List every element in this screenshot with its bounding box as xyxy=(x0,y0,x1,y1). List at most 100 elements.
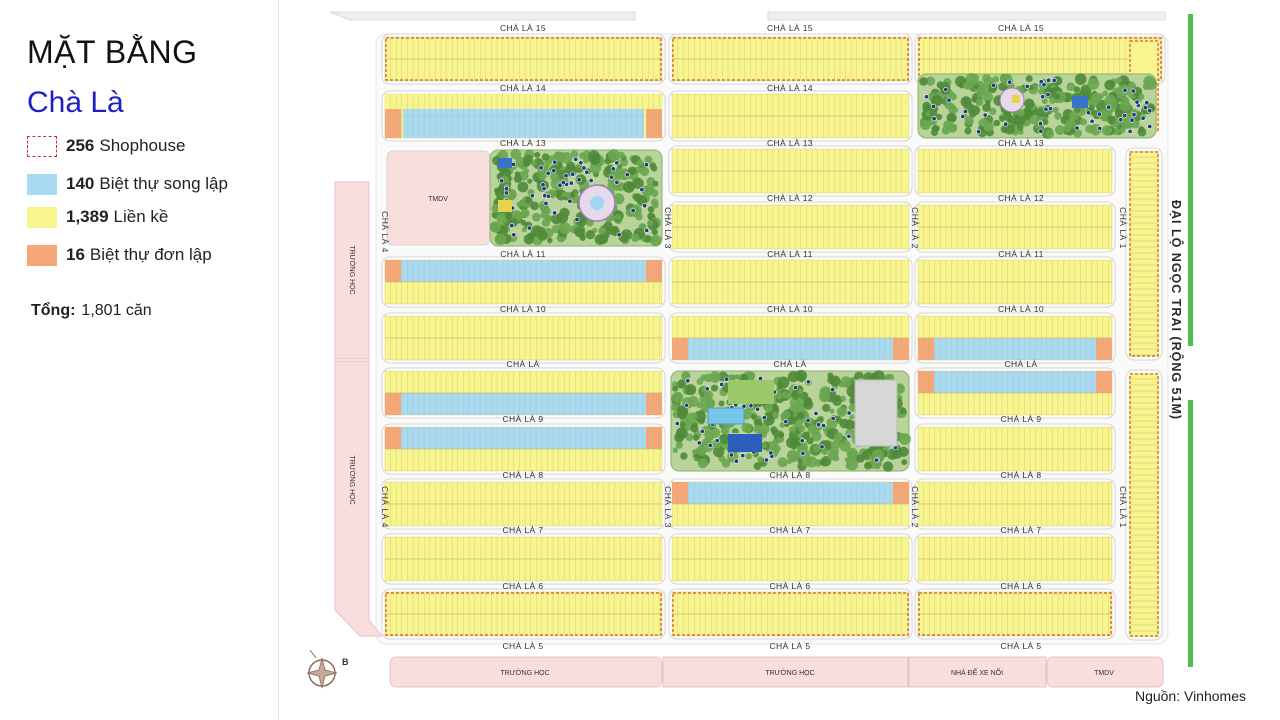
school-zone-bottom-1 xyxy=(389,656,663,688)
street-label-cha-la: CHÀ LÀ xyxy=(506,359,539,369)
school-zone-bottom-2 xyxy=(662,656,909,688)
total-label: Tổng: xyxy=(31,302,76,319)
street-label-cha-la-7: CHÀ LÀ 7 xyxy=(1001,525,1042,535)
park-north xyxy=(489,148,663,247)
street-label-cha-la-10: CHÀ LÀ 10 xyxy=(767,304,813,314)
street-label-cha-la-7: CHÀ LÀ 7 xyxy=(770,525,811,535)
housing-block xyxy=(668,478,913,530)
legend-count: 16 xyxy=(66,245,85,264)
street-label-cha-la-8: CHÀ LÀ 8 xyxy=(770,470,811,480)
legend-label: Shophouse xyxy=(99,136,186,155)
street-label-cha-la-13: CHÀ LÀ 13 xyxy=(767,138,813,148)
street-label-cha-la-5: CHÀ LÀ 5 xyxy=(1001,641,1042,651)
housing-block xyxy=(668,145,913,197)
street-label-cha-la-4: CHÀ LÀ 4 xyxy=(380,486,390,528)
housing-block xyxy=(381,312,666,364)
legend-item-detached: 16 Biệt thự đơn lập xyxy=(27,244,212,266)
detached-swatch xyxy=(27,244,57,266)
project-name: Chà Là xyxy=(27,86,124,119)
housing-block xyxy=(668,533,913,585)
housing-block xyxy=(668,588,913,640)
street-label-cha-la-13: CHÀ LÀ 13 xyxy=(500,138,546,148)
street-label-cha-la-13: CHÀ LÀ 13 xyxy=(998,138,1044,148)
street-label-cha-la-8: CHÀ LÀ 8 xyxy=(503,470,544,480)
townhouse-swatch xyxy=(27,206,57,228)
school-label-bottom-1: TRƯỜNG HỌC xyxy=(500,668,549,677)
housing-block xyxy=(914,256,1116,308)
housing-block xyxy=(914,588,1116,640)
blocks-layer xyxy=(381,33,1166,641)
street-label-cha-la-2: CHÀ LÀ 2 xyxy=(910,486,920,528)
legend-item-shophouse: 256 Shophouse xyxy=(27,135,185,157)
park-northeast xyxy=(917,73,1157,139)
housing-block xyxy=(668,312,913,364)
page-title: MẶT BẰNG xyxy=(27,34,198,70)
legend-count: 140 xyxy=(66,174,95,193)
legend-label: Biệt thự đơn lập xyxy=(89,245,212,264)
avenue-label: ĐẠI LỘ NGỌC TRAI (RỘNG 51M) xyxy=(1169,200,1184,420)
street-label-cha-la-1: CHÀ LÀ 1 xyxy=(1118,207,1128,249)
street-label-cha-la-8: CHÀ LÀ 8 xyxy=(1001,470,1042,480)
compass-letter: B xyxy=(342,657,349,667)
legend-count: 1,389 xyxy=(66,207,109,226)
housing-block xyxy=(381,588,666,640)
school-label-left-lower: TRƯỜNG HỌC xyxy=(348,455,357,504)
street-label-cha-la-11: CHÀ LÀ 11 xyxy=(500,249,546,259)
housing-block xyxy=(914,533,1116,585)
street-label-cha-la-15: CHÀ LÀ 15 xyxy=(500,23,546,33)
street-label-cha-la-10: CHÀ LÀ 10 xyxy=(500,304,546,314)
street-label-cha-la-3: CHÀ LÀ 3 xyxy=(663,207,673,249)
site-plan-map: CHÀ LÀ 15 CHÀ LÀ 15 CHÀ LÀ 15 CHÀ LÀ 14 … xyxy=(300,0,1220,700)
street-label-cha-la-7: CHÀ LÀ 7 xyxy=(503,525,544,535)
semi-detached-swatch xyxy=(27,173,57,195)
housing-block xyxy=(668,201,913,253)
street-label-cha-la-15: CHÀ LÀ 15 xyxy=(998,23,1044,33)
housing-block xyxy=(668,33,913,85)
housing-block xyxy=(381,90,666,142)
legend-panel: MẶT BẰNG Chà Là 256 Shophouse 140 Biệt t… xyxy=(0,0,279,720)
street-label-cha-la-10: CHÀ LÀ 10 xyxy=(998,304,1044,314)
street-label-cha-la-12: CHÀ LÀ 12 xyxy=(998,193,1044,203)
housing-block xyxy=(381,367,666,419)
street-label-cha-la: CHÀ LÀ xyxy=(773,359,806,369)
total-units: Tổng: 1,801 căn xyxy=(31,302,152,320)
street-label-cha-la-12: CHÀ LÀ 12 xyxy=(767,193,813,203)
school-label-left-upper: TRƯỜNG HỌC xyxy=(348,245,357,294)
street-label-cha-la-15: CHÀ LÀ 15 xyxy=(767,23,813,33)
street-label-cha-la-9: CHÀ LÀ 9 xyxy=(503,414,544,424)
park-central xyxy=(670,369,911,472)
legend-label: Liền kề xyxy=(113,207,169,226)
tmdv-label-bottom: TMDV xyxy=(1094,670,1114,677)
housing-block xyxy=(381,423,666,475)
street-label-cha-la-5: CHÀ LÀ 5 xyxy=(503,641,544,651)
legend-count: 256 xyxy=(66,136,95,155)
street-label-cha-la-11: CHÀ LÀ 11 xyxy=(767,249,813,259)
school-zone-left-lower xyxy=(334,360,384,637)
avenue-green-line-top xyxy=(1188,14,1193,346)
street-label-cha-la-14: CHÀ LÀ 14 xyxy=(767,83,813,93)
street-label-cha-la-2: CHÀ LÀ 2 xyxy=(910,207,920,249)
street-label-cha-la-6: CHÀ LÀ 6 xyxy=(770,581,811,591)
source-note: Nguồn: Vinhomes xyxy=(1134,688,1246,704)
housing-block xyxy=(381,478,666,530)
legend-item-townhouse: 1,389 Liền kề xyxy=(27,206,168,228)
tmdv-zone-bottom xyxy=(1046,656,1164,688)
housing-block xyxy=(914,478,1116,530)
street-label-cha-la-5: CHÀ LÀ 5 xyxy=(770,641,811,651)
shophouse-swatch xyxy=(27,135,57,157)
street-label-cha-la-11: CHÀ LÀ 11 xyxy=(998,249,1044,259)
housing-block xyxy=(668,256,913,308)
housing-block xyxy=(914,312,1116,364)
housing-block xyxy=(381,256,666,308)
street-label-cha-la-14: CHÀ LÀ 14 xyxy=(500,83,546,93)
total-value: 1,801 căn xyxy=(81,302,152,319)
school-zone-left-upper xyxy=(334,181,370,360)
housing-block xyxy=(914,145,1116,197)
street-label-cha-la: CHÀ LÀ xyxy=(1004,359,1037,369)
tmdv-label: TMDV xyxy=(428,196,448,203)
parking-zone xyxy=(908,656,1047,688)
school-label-bottom-2: TRƯỜNG HỌC xyxy=(765,668,814,677)
legend-item-semi-detached: 140 Biệt thự song lập xyxy=(27,173,228,195)
site-plan-svg: CHÀ LÀ 15 CHÀ LÀ 15 CHÀ LÀ 15 CHÀ LÀ 14 … xyxy=(300,0,1220,700)
housing-block xyxy=(381,533,666,585)
